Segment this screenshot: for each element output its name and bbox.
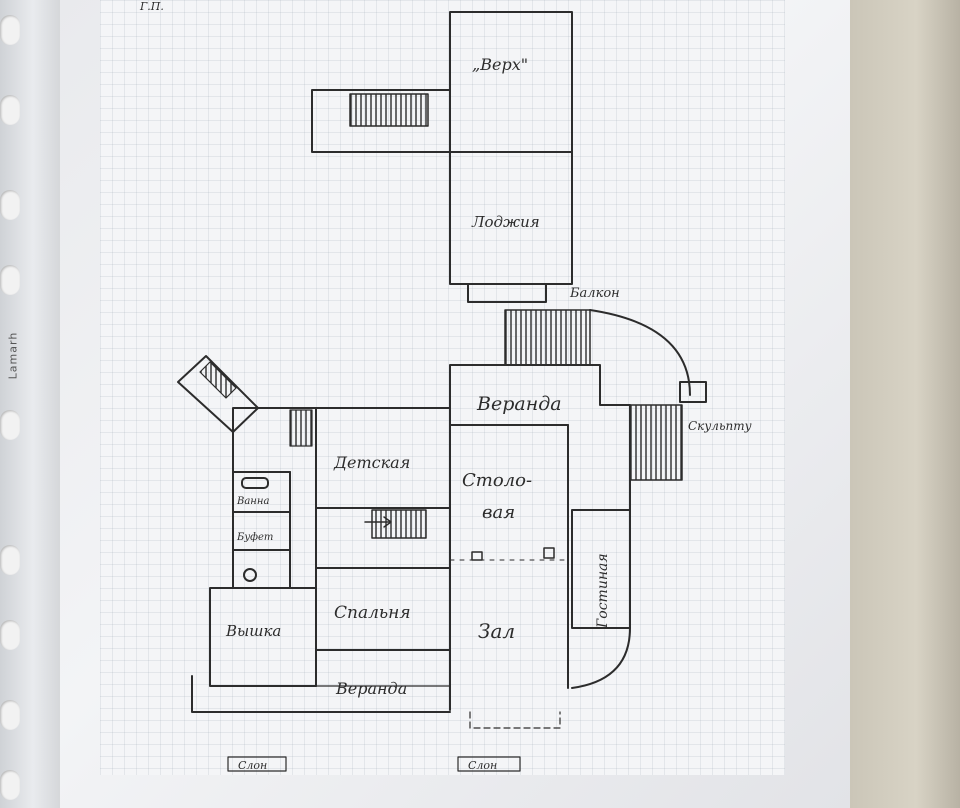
- balcony-curve: [589, 309, 691, 396]
- guest-room-curve: [571, 627, 631, 689]
- bathtub-symbol: [241, 477, 269, 489]
- punch-hole: [0, 620, 20, 650]
- veranda-staircase: [504, 309, 591, 366]
- side-staircase: [629, 404, 683, 481]
- punch-hole: [0, 770, 20, 800]
- upper-staircase: [349, 93, 429, 127]
- upper-floor-outline: [449, 11, 573, 285]
- label-slon-left: Слон: [238, 759, 267, 772]
- guest-room-outline: [571, 509, 631, 629]
- label-detskaya: Детская: [333, 453, 410, 472]
- punch-hole: [0, 700, 20, 730]
- label-slon-right: Слон: [468, 759, 497, 772]
- label-stolovaya-2: вая: [482, 502, 515, 523]
- label-verh: „Верх": [472, 55, 528, 74]
- graph-paper: [100, 0, 785, 775]
- door-marker: [471, 551, 483, 561]
- label-skulptura: Скульпту: [688, 419, 752, 433]
- door-marker: [543, 547, 555, 559]
- punch-hole: [0, 545, 20, 575]
- angled-staircase: [199, 361, 237, 399]
- label-stolovaya-1: Столо-: [462, 470, 532, 491]
- label-vyshka: Вышка: [225, 622, 281, 640]
- label-lodzhiya: Лоджия: [471, 213, 540, 231]
- label-veranda-top: Веранда: [476, 393, 562, 415]
- stove-symbol: [243, 568, 257, 582]
- punch-hole: [0, 190, 20, 220]
- label-spalnya: Спальня: [334, 603, 411, 623]
- tower-outline: [209, 587, 317, 687]
- corridor-arrow-head: [383, 516, 392, 528]
- sculpture-box: [679, 381, 707, 403]
- bottom-veranda-outline: [191, 675, 451, 713]
- punch-hole: [0, 265, 20, 295]
- upper-stair-annex: [311, 89, 451, 153]
- balcony-outline: [467, 283, 547, 303]
- top-scribble: Г.П.: [139, 0, 164, 13]
- angled-porch: [177, 355, 259, 433]
- punch-hole: [0, 15, 20, 45]
- label-vannaya: Ванна: [236, 496, 269, 507]
- label-zal: Зал: [478, 619, 515, 643]
- corridor-staircase: [371, 509, 427, 539]
- slon-right-box: [457, 756, 521, 772]
- front-step: [469, 711, 561, 729]
- slon-left-box: [227, 756, 287, 772]
- label-bufet: Буфет: [236, 532, 273, 543]
- service-staircase: [289, 409, 313, 447]
- label-veranda-bottom: Веранда: [335, 679, 407, 698]
- binder-sleeve: Lamarh: [0, 0, 60, 808]
- background-wall: [850, 0, 960, 808]
- label-balkon: Балкон: [569, 286, 620, 301]
- punch-hole: [0, 95, 20, 125]
- veranda-outline: [449, 364, 631, 711]
- label-gostinaya: Гостиная: [595, 553, 611, 629]
- punch-hole: [0, 410, 20, 440]
